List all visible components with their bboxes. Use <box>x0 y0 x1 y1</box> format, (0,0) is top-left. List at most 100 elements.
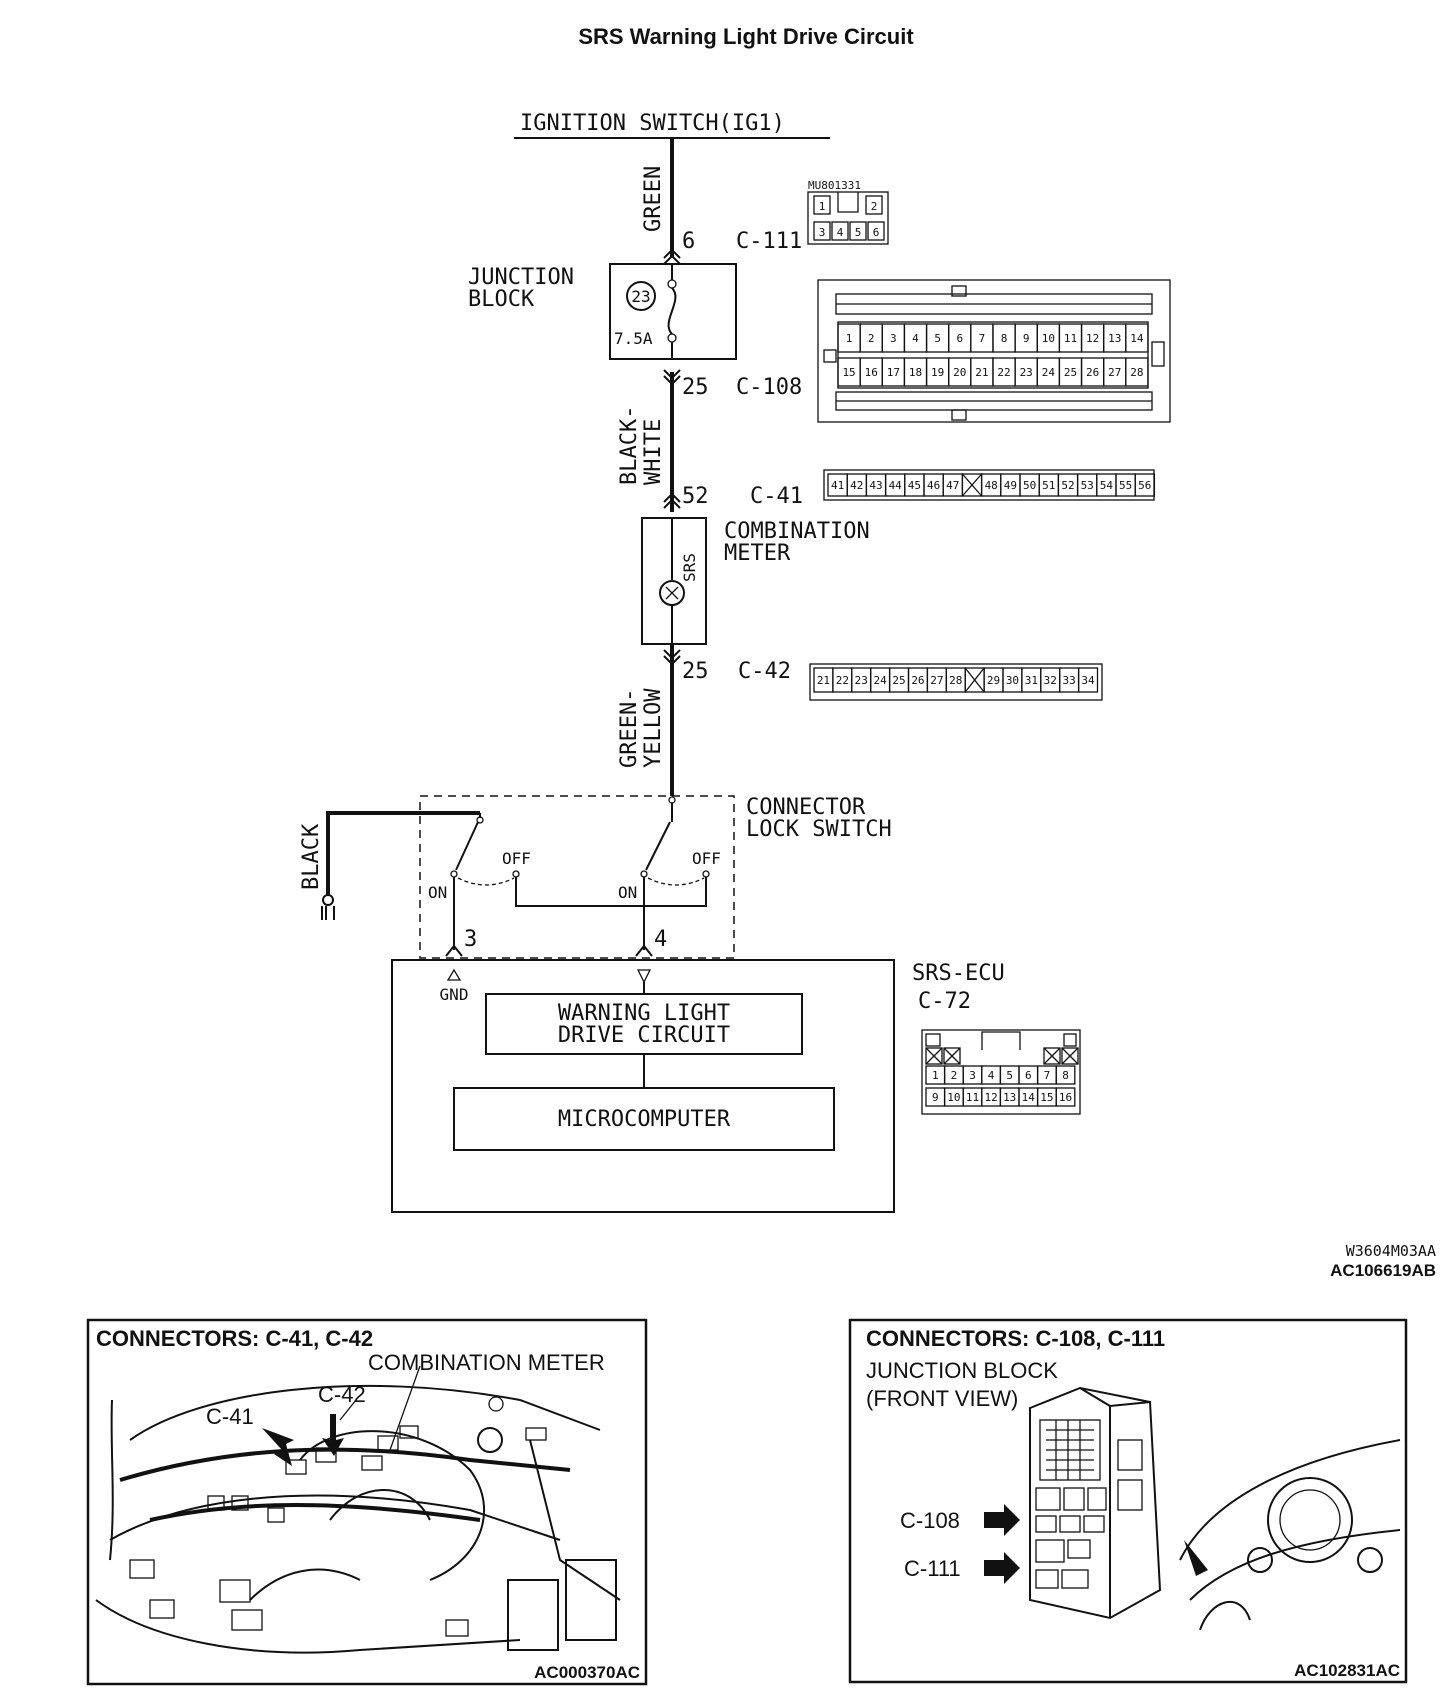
switch1-arm <box>455 821 479 871</box>
c108-pin-14-number: 14 <box>1130 332 1144 345</box>
leader-combination-meter <box>389 1365 421 1451</box>
switch2-top-contact <box>668 796 676 804</box>
c108-pin-5-number: 5 <box>934 332 941 345</box>
panel-right-header: CONNECTORS: C-108, C-111 <box>866 1326 1165 1351</box>
chevron-c111 <box>663 248 681 265</box>
pin-c42: 25 <box>682 659 709 684</box>
svg-text:3: 3 <box>819 226 826 239</box>
ignition-switch-label: IGNITION SWITCH(IG1) <box>520 111 785 136</box>
c72-pin-8-number: 8 <box>1062 1069 1069 1082</box>
connector-c108-label: C-108 <box>736 375 802 400</box>
c41-pin-53-number: 53 <box>1081 479 1094 492</box>
c72-pin-13-number: 13 <box>1003 1091 1016 1104</box>
c72-pin-16-cell <box>1055 1087 1076 1107</box>
lock-switch-label-2: LOCK SWITCH <box>746 817 892 842</box>
chevron-pin3 <box>445 944 463 957</box>
chevron-pin4 <box>635 944 653 957</box>
c108-pin-28-cell <box>1125 357 1149 387</box>
c108-pin-8-number: 8 <box>1001 332 1008 345</box>
c72-pin-2-number: 2 <box>951 1069 958 1082</box>
c108-pin-13-number: 13 <box>1108 332 1121 345</box>
c72-pin-12-number: 12 <box>984 1091 997 1104</box>
pin-c41: 52 <box>682 484 709 509</box>
c41-pin-45-number: 45 <box>908 479 921 492</box>
c72-pin-7-number: 7 <box>1044 1069 1051 1082</box>
c72-pin-5-number: 5 <box>1006 1069 1013 1082</box>
c41-pin-52-number: 52 <box>1061 479 1074 492</box>
c108-pin-20-number: 20 <box>953 366 966 379</box>
warning-lamp-icon <box>659 580 685 606</box>
c72-pin-15-number: 15 <box>1040 1091 1053 1104</box>
lamp-filament-icon <box>665 586 679 600</box>
connector-c42-label: C-42 <box>738 659 791 684</box>
combination-meter-label-1: COMBINATION <box>724 519 870 544</box>
fuse-terminal-top <box>667 279 677 289</box>
c41-pin-48-number: 48 <box>985 479 998 492</box>
c108-pin-11-number: 11 <box>1064 332 1077 345</box>
c111-part-number: MU801331 <box>808 179 861 192</box>
c108-pin-15-number: 15 <box>842 366 855 379</box>
chevron-c108 <box>663 369 681 386</box>
c41-pin-54-number: 54 <box>1100 479 1114 492</box>
svg-text:2: 2 <box>871 200 878 213</box>
c72-pin-11-number: 11 <box>966 1091 979 1104</box>
c72-unused-1-cell <box>943 1047 961 1065</box>
c108-pin-17-number: 17 <box>887 366 900 379</box>
wire-color-black-white-2: WHITE <box>641 419 666 485</box>
pin-3: 3 <box>464 927 477 952</box>
c108-pin-6-number: 6 <box>956 332 963 345</box>
c42-pin-25-number: 25 <box>892 674 905 687</box>
c41-pin-56-cell <box>1134 473 1156 497</box>
c108-pin-12-number: 12 <box>1086 332 1099 345</box>
connector-c72-label: C-72 <box>918 989 971 1014</box>
c72-pin-14-number: 14 <box>1022 1091 1036 1104</box>
callout-c108: C-108 <box>900 1508 960 1533</box>
c108-pin-24-number: 24 <box>1042 366 1056 379</box>
c108-pin-22-number: 22 <box>997 366 1010 379</box>
c111-connector-view: 1 2 3 4 5 6 <box>807 191 889 245</box>
switch2-off-contact <box>702 870 710 878</box>
wire-color-green: GREEN <box>641 166 666 232</box>
c72-unused-3-cell <box>1061 1047 1079 1065</box>
arrow-c42-icon <box>322 1414 344 1456</box>
c108-pin-1-number: 1 <box>846 332 853 345</box>
c41-pin-blank-blank-cross <box>961 473 983 497</box>
c108-pin-21-number: 21 <box>975 366 988 379</box>
switch2-on-contact <box>640 870 648 878</box>
c108-pin-10-number: 10 <box>1042 332 1055 345</box>
connector-c111-label: C-111 <box>736 229 802 254</box>
leader-c42 <box>339 1399 357 1421</box>
c72-pin-10-number: 10 <box>947 1091 960 1104</box>
off-contacts-tie <box>515 877 707 907</box>
arrow-c108-icon <box>984 1504 1020 1536</box>
switch1-top-contact <box>476 816 484 824</box>
c41-pin-51-number: 51 <box>1042 479 1055 492</box>
junction-block-label-2: BLOCK <box>468 287 535 312</box>
c42-pin-30-number: 30 <box>1006 674 1019 687</box>
c108-pin-25-number: 25 <box>1064 366 1077 379</box>
combination-meter-label-2: METER <box>724 541 791 566</box>
c108-pin-14-cell <box>1125 323 1149 353</box>
fuse-number: 23 <box>631 287 650 306</box>
c108-pin-18-number: 18 <box>909 366 922 379</box>
c41-pin-46-number: 46 <box>927 479 940 492</box>
panel-left-ref: AC000370AC <box>534 1663 640 1682</box>
c108-pin-26-number: 26 <box>1086 366 1099 379</box>
c42-pin-22-number: 22 <box>836 674 849 687</box>
c42-pin-29-number: 29 <box>987 674 1000 687</box>
switch1-off-label: OFF <box>502 849 531 868</box>
combination-meter-box <box>641 517 707 645</box>
c108-pin-27-number: 27 <box>1108 366 1121 379</box>
junction-block-label-1: JUNCTION <box>468 265 574 290</box>
c72-pin-6-number: 6 <box>1025 1069 1032 1082</box>
c41-pin-42-number: 42 <box>850 479 863 492</box>
lock-switch-label-1: CONNECTOR <box>746 795 866 820</box>
switch2-travel <box>647 877 705 886</box>
c41-pin-55-number: 55 <box>1119 479 1132 492</box>
switch2-arm <box>645 821 671 871</box>
c108-pin-9-number: 9 <box>1023 332 1030 345</box>
srs-ecu-box <box>391 959 895 1213</box>
wire-black-ground <box>326 811 480 896</box>
chevron-c41 <box>663 492 681 509</box>
